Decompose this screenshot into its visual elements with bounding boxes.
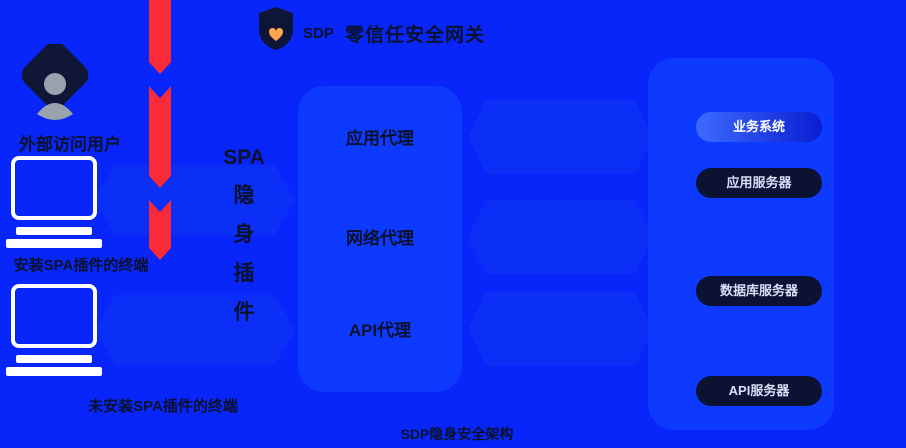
keyboard-icon bbox=[16, 355, 92, 363]
terminal-label: 安装SPA插件的终端 bbox=[13, 257, 149, 274]
diagram-caption: SDP隐身安全架构 bbox=[400, 426, 514, 442]
flow-shape bbox=[468, 100, 653, 174]
flow-shape bbox=[468, 200, 653, 274]
keyboard-icon bbox=[6, 239, 102, 248]
resource-pill: API服务器 bbox=[696, 376, 822, 406]
red-barrier-arrow-segment bbox=[149, 0, 171, 74]
proxy-item: 应用代理 bbox=[346, 129, 414, 148]
flow-shape bbox=[468, 292, 653, 366]
resource-pill: 业务系统 bbox=[696, 112, 822, 142]
brand-text: SDP bbox=[303, 25, 334, 42]
page-title: 零信任安全网关 bbox=[345, 25, 486, 46]
resource-pill: 应用服务器 bbox=[696, 168, 822, 198]
resources-panel: 业务系统 应用服务器 数据库服务器 API服务器 bbox=[648, 58, 834, 430]
spa-text: SPA bbox=[223, 146, 265, 169]
gateway-panel: 应用代理 网络代理 API代理 bbox=[298, 86, 462, 392]
spa-char: 隐 bbox=[233, 184, 255, 207]
spa-char: 件 bbox=[233, 301, 255, 324]
user-icon bbox=[16, 41, 94, 132]
monitor-icon bbox=[11, 156, 97, 220]
flow-shape bbox=[95, 165, 295, 235]
spa-char: 插 bbox=[233, 262, 255, 285]
spa-plugin-label: SPA 隐 身 插 件 bbox=[218, 146, 270, 326]
keyboard-icon bbox=[6, 367, 102, 376]
keyboard-icon bbox=[16, 227, 92, 235]
red-barrier-arrow-segment bbox=[149, 86, 171, 188]
proxy-item: 网络代理 bbox=[346, 229, 414, 248]
terminal-icon-2 bbox=[4, 284, 104, 376]
monitor-icon bbox=[11, 284, 97, 348]
shield-heart-icon bbox=[255, 5, 297, 51]
terminal-label: 未安装SPA插件的终端 bbox=[88, 398, 238, 415]
spa-char: 身 bbox=[233, 223, 255, 246]
user-label: 外部访问用户 bbox=[19, 135, 121, 154]
resource-pill: 数据库服务器 bbox=[696, 276, 822, 306]
proxy-item: API代理 bbox=[348, 321, 412, 340]
red-barrier-arrow-segment bbox=[149, 200, 171, 260]
flow-shape bbox=[95, 295, 295, 365]
terminal-icon-1 bbox=[4, 156, 104, 248]
